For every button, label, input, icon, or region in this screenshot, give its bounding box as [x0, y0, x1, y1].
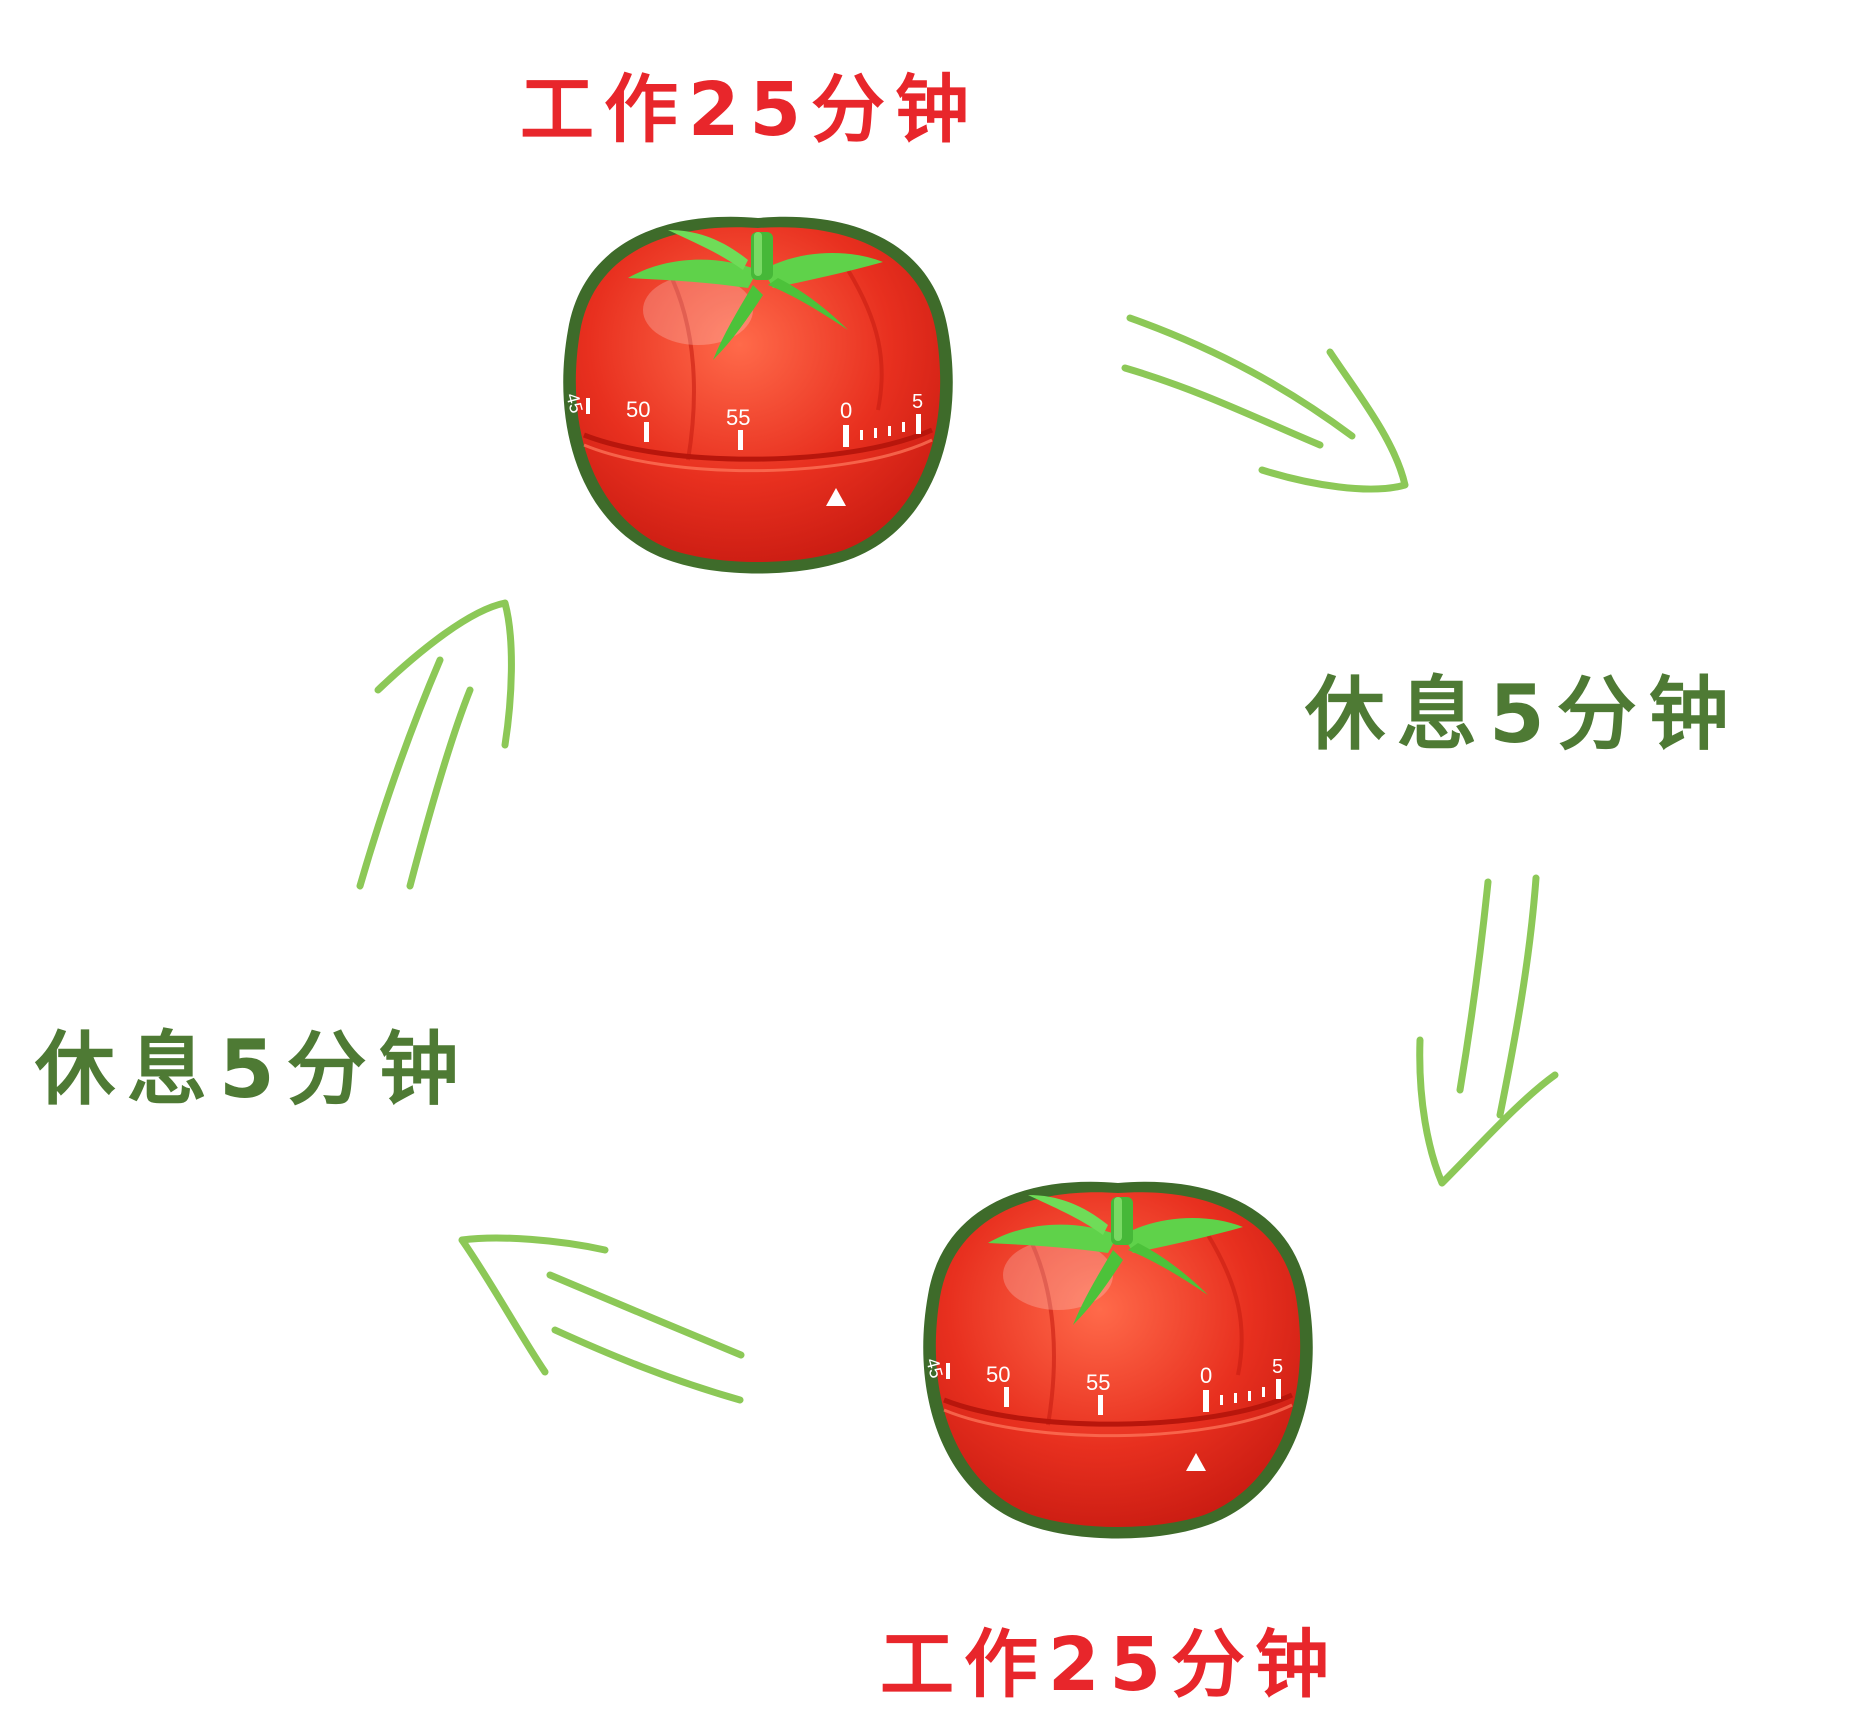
- dial-number-0: 0: [840, 398, 852, 423]
- dial-number-55: 55: [1086, 1370, 1110, 1395]
- arrow-icon: [356, 599, 515, 890]
- dial-number-0: 0: [1200, 1363, 1212, 1388]
- dial-number-50: 50: [986, 1362, 1010, 1387]
- tomato-timer-icon: 45 50 55 0 5: [562, 217, 953, 574]
- label-work-bottom: 工作25分钟: [880, 1622, 1339, 1708]
- arrow-icon: [1416, 874, 1559, 1187]
- dial-number-5: 5: [912, 391, 923, 413]
- label-rest-left: 休息5分钟: [35, 1023, 471, 1116]
- label-rest-right: 休息5分钟: [1305, 668, 1741, 761]
- label-work-top: 工作25分钟: [520, 67, 979, 153]
- arrow-icon: [458, 1234, 745, 1404]
- dial-number-5: 5: [1272, 1356, 1283, 1378]
- dial-number-50: 50: [626, 397, 650, 422]
- arrow-icon: [1121, 314, 1409, 493]
- dial-number-55: 55: [726, 405, 750, 430]
- tomato-timer-icon: 45 50 55 0 5: [922, 1182, 1313, 1539]
